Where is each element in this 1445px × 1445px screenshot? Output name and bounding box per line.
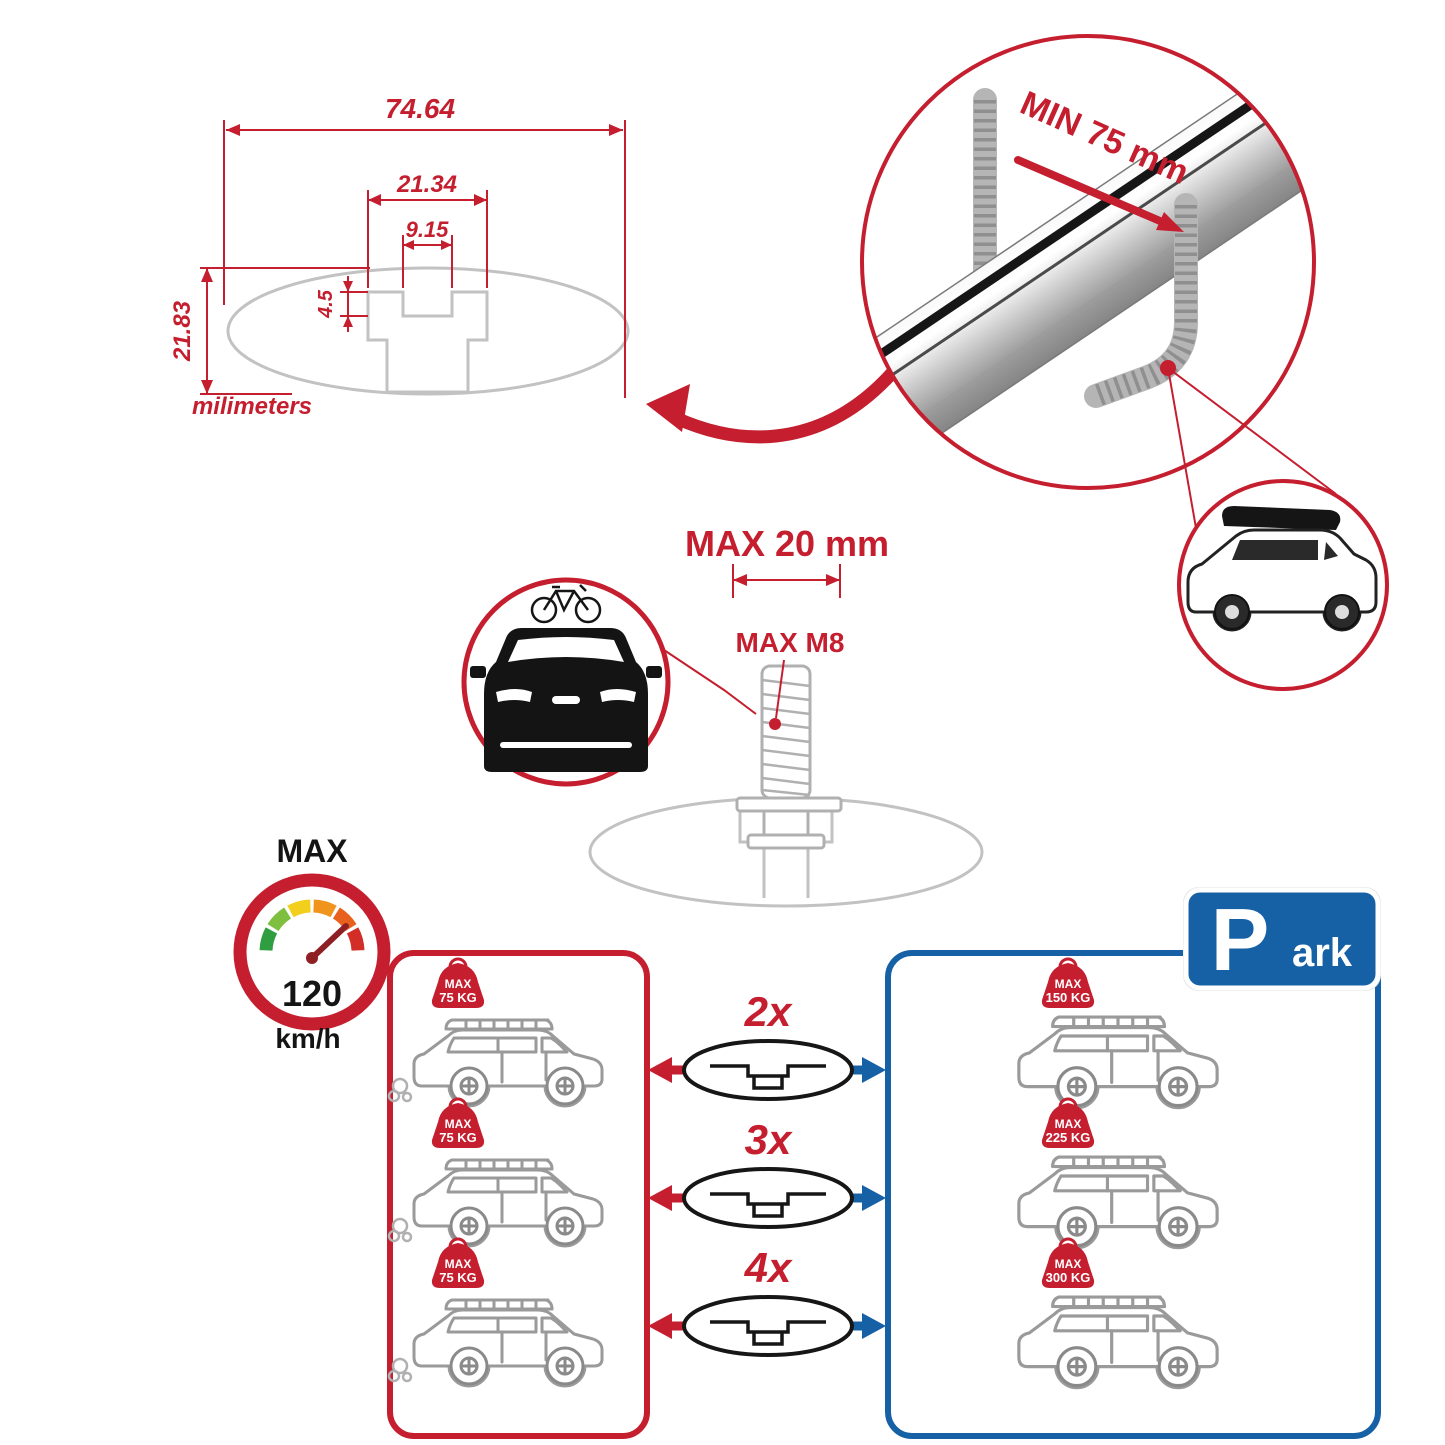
bolt-diagram: MAX 20 mm MAX M8 xyxy=(588,523,984,908)
dim-width-mid-value: 21.34 xyxy=(396,171,457,198)
dim-bolt-width xyxy=(732,564,841,598)
dim-slot-width-value: 9.15 xyxy=(406,217,450,242)
load-tag: MAX 75 KG xyxy=(431,1097,485,1148)
tag-value: 300 KG xyxy=(1046,1270,1091,1285)
multiplier-row-3x: 3x xyxy=(648,1116,886,1229)
dim-width-mid: 21.34 xyxy=(367,171,488,288)
car-front-icon xyxy=(470,628,662,772)
multiplier-row-4x: 4x xyxy=(648,1244,886,1357)
roof-box xyxy=(1222,506,1341,530)
speed-gauge-needle xyxy=(309,923,349,961)
dim-slot-depth: 4.5 xyxy=(315,276,368,332)
speed-gauge: MAX 120 km/h xyxy=(233,833,391,1054)
bike-car-callout xyxy=(461,577,757,787)
tag-title: MAX xyxy=(445,977,472,991)
max-thread-label: MAX M8 xyxy=(736,627,845,658)
tag-value: 75 KG xyxy=(439,1270,477,1285)
bicycle-icon xyxy=(530,584,602,624)
bolt-leader-line xyxy=(775,659,785,719)
suv-roofbox-callout xyxy=(1167,367,1389,691)
tag-value: 75 KG xyxy=(439,990,477,1005)
load-tag: MAX 75 KG xyxy=(431,1237,485,1288)
tag-value: 150 KG xyxy=(1046,990,1091,1005)
dim-width-outer-value: 74.64 xyxy=(385,93,455,124)
tag-value: 225 KG xyxy=(1046,1130,1091,1145)
suv-roofbox-illustration xyxy=(1186,506,1378,632)
speed-gauge-title: MAX xyxy=(276,833,348,869)
suv-hub-front xyxy=(1335,605,1349,619)
tag-title: MAX xyxy=(1055,1117,1082,1131)
bolt-thread xyxy=(760,664,812,800)
left-panel-cars: MAX 75 KG MAX 75 KG MAX 75 KG xyxy=(387,957,604,1388)
dim-height: 21.83 xyxy=(169,267,370,395)
load-tag: MAX 225 KG xyxy=(1041,1097,1095,1148)
suv-hub-rear xyxy=(1225,605,1239,619)
suv-windows xyxy=(1232,540,1338,560)
park-sign-letter: P xyxy=(1211,890,1270,989)
zoom-arrow xyxy=(646,365,900,444)
load-tag: MAX 75 KG xyxy=(431,957,485,1008)
max-width-label: MAX 20 mm xyxy=(685,523,889,564)
load-tag: MAX 150 KG xyxy=(1041,957,1095,1008)
bike-car-leader xyxy=(663,649,757,715)
bar-detail-content xyxy=(862,48,1314,485)
speed-units: km/h xyxy=(275,1023,340,1054)
speed-value: 120 xyxy=(282,973,342,1014)
exhaust-puffs xyxy=(387,1077,413,1383)
bolt-t-head xyxy=(746,833,826,850)
park-sign: P ark xyxy=(1183,887,1381,991)
bar-detail-circle-outline xyxy=(860,34,1316,490)
tag-value: 75 KG xyxy=(439,1130,477,1145)
bolt-profile-channel xyxy=(738,810,834,898)
dim-slot-width: 9.15 xyxy=(402,217,453,288)
multiplier-label: 3x xyxy=(745,1116,793,1163)
bar-detail-circle: MIN 75 mm xyxy=(860,34,1316,490)
bolt-washer xyxy=(735,796,843,813)
speed-gauge-arcs xyxy=(259,899,365,951)
aluminum-bar xyxy=(862,48,1314,485)
multiplier-label: 2x xyxy=(744,988,793,1035)
bolt-neck xyxy=(762,809,810,837)
cross-section-diagram: 74.64 21.34 9.15 4.5 21.83 milimeters xyxy=(169,93,630,420)
u-bolt-front-leg xyxy=(1084,193,1198,408)
tag-title: MAX xyxy=(1055,1257,1082,1271)
park-sign-suffix: ark xyxy=(1292,931,1353,975)
right-panel-cars: MAX 150 KG MAX 225 KG MAX 300 KG xyxy=(1017,957,1219,1390)
multiplier-row-2x: 2x xyxy=(648,988,886,1101)
speed-gauge-pivot xyxy=(306,952,318,964)
multiplier-label: 4x xyxy=(744,1244,793,1291)
dim-width-outer: 74.64 xyxy=(223,93,626,398)
units-label: milimeters xyxy=(192,393,312,420)
dim-height-value: 21.83 xyxy=(169,300,196,362)
tag-title: MAX xyxy=(445,1257,472,1271)
load-tag: MAX 300 KG xyxy=(1041,1237,1095,1288)
bolt-leader-dot xyxy=(769,718,781,730)
dim-slot-depth-value: 4.5 xyxy=(315,289,337,319)
tag-title: MAX xyxy=(445,1117,472,1131)
profile-channel xyxy=(366,290,489,394)
tag-title: MAX xyxy=(1055,977,1082,991)
park-sign-plate xyxy=(1183,887,1381,991)
